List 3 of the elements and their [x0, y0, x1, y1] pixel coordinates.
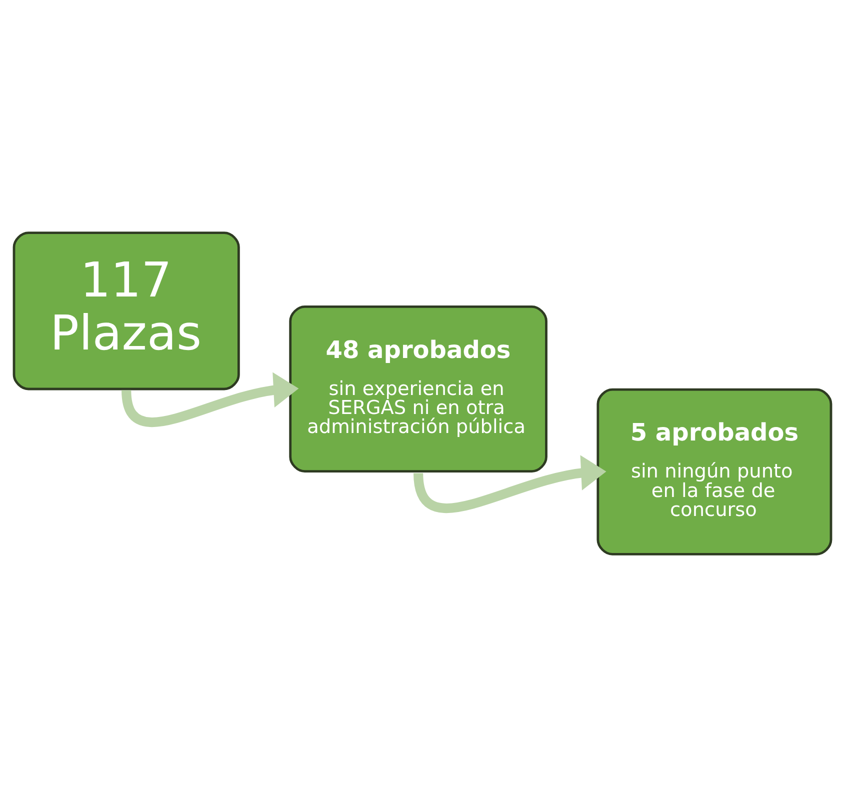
node-box: 5 aprobados sin ningún punto en la fase de concurso: [596, 388, 832, 555]
node-box: 117 Plazas: [12, 231, 240, 390]
node-box: 48 aprobados sin experiencia en SERGAS ni en otra administración pública: [289, 305, 548, 472]
